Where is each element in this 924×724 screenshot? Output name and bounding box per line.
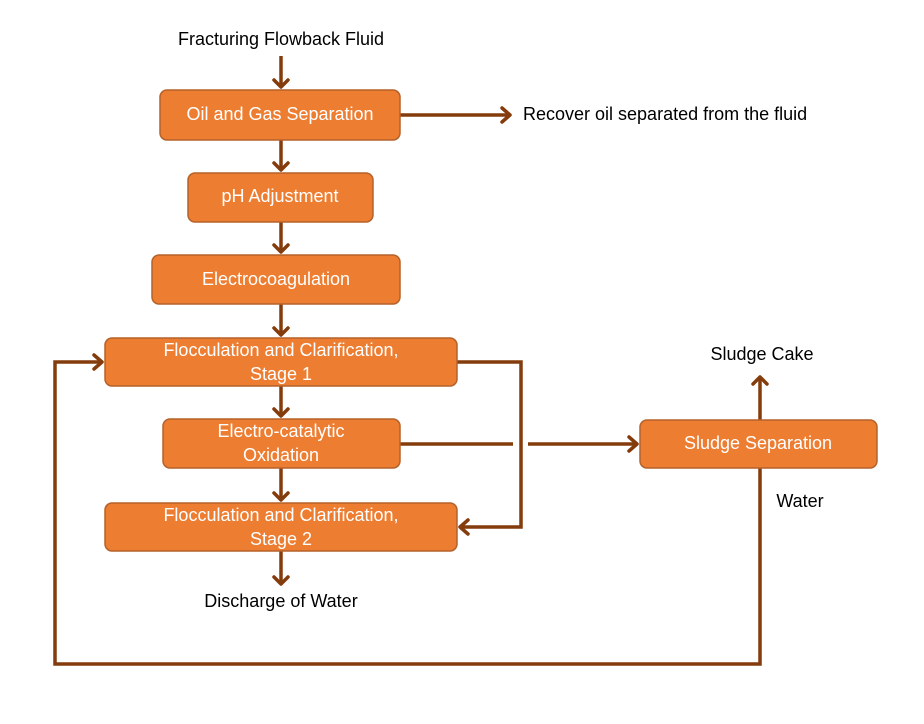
step-sludge-separation: Sludge Separation [639, 419, 878, 469]
svg-text:Sludge Separation: Sludge Separation [684, 433, 832, 453]
step-flocculation-stage-2: Flocculation and Clarification, Stage 2 [104, 502, 458, 552]
oil-recovery-label: Recover oil separated from the fluid [523, 104, 807, 124]
svg-text:Oil and Gas Separation: Oil and Gas Separation [186, 104, 373, 124]
water-label: Water [776, 491, 823, 511]
step-electro-catalytic-oxidation: Electro-catalytic Oxidation [162, 418, 401, 469]
step-flocculation-stage-1: Flocculation and Clarification, Stage 1 [104, 337, 458, 387]
discharge-label: Discharge of Water [204, 591, 357, 611]
svg-text:Stage 1: Stage 1 [250, 364, 312, 384]
svg-text:Flocculation and Clarification: Flocculation and Clarification, [163, 505, 398, 525]
svg-text:Stage 2: Stage 2 [250, 529, 312, 549]
step-oil-gas-separation: Oil and Gas Separation [159, 89, 401, 141]
sludge-cake-label: Sludge Cake [710, 344, 813, 364]
connectors [53, 56, 769, 666]
step-electrocoagulation: Electrocoagulation [151, 254, 401, 305]
svg-text:Oxidation: Oxidation [243, 445, 319, 465]
input-label: Fracturing Flowback Fluid [178, 29, 384, 49]
svg-text:Electrocoagulation: Electrocoagulation [202, 269, 350, 289]
svg-text:Electro-catalytic: Electro-catalytic [217, 421, 344, 441]
svg-text:pH Adjustment: pH Adjustment [221, 186, 338, 206]
svg-text:Flocculation and Clarification: Flocculation and Clarification, [163, 340, 398, 360]
step-ph-adjustment: pH Adjustment [187, 172, 374, 223]
